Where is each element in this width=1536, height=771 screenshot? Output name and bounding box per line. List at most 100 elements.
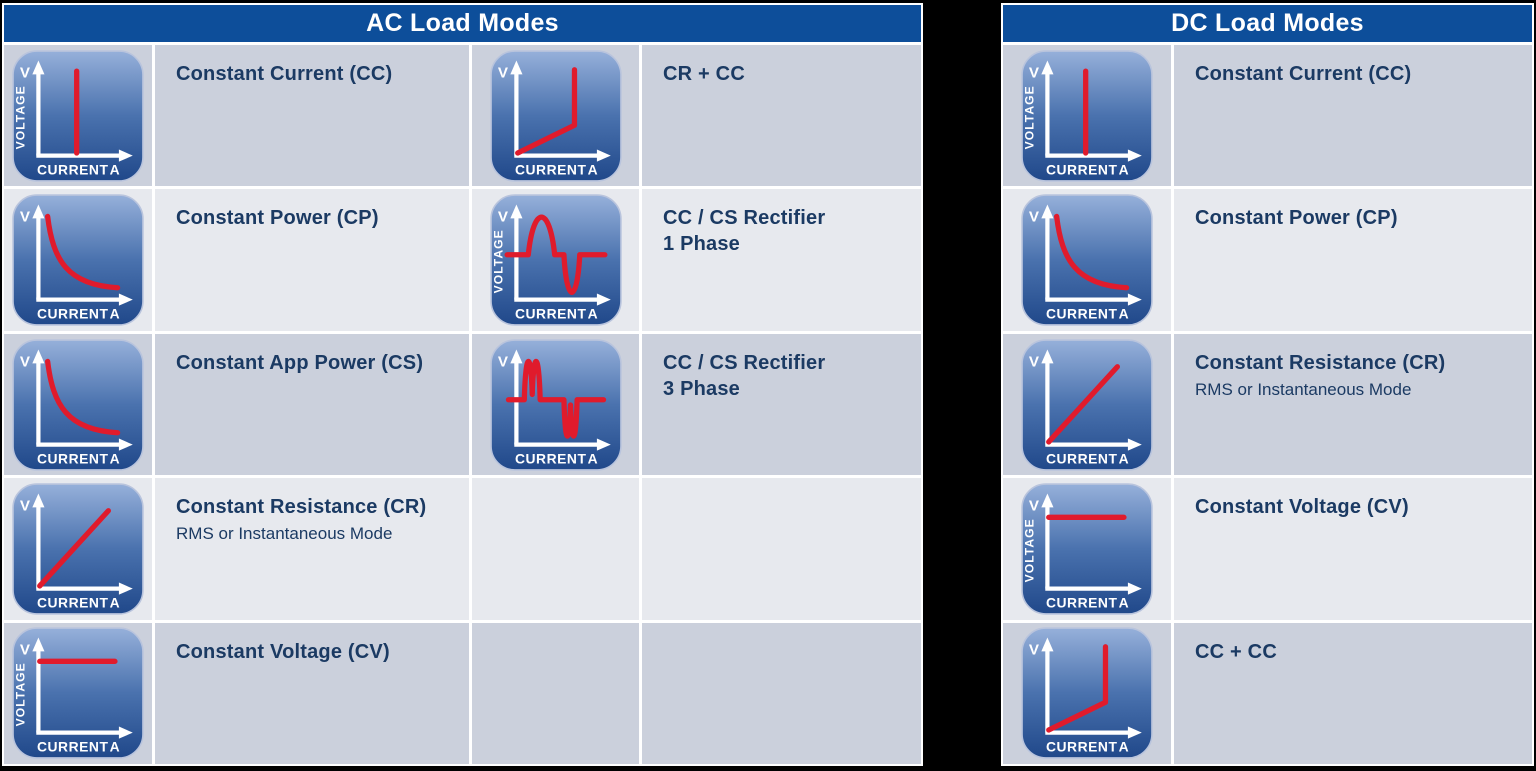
current-axis-label: CURRENT: [37, 595, 108, 611]
voltage-axis-short-label: V: [497, 209, 508, 226]
voltage-axis-arrow: [32, 204, 45, 219]
voltage-axis-arrow: [509, 204, 522, 219]
cp-curve: [45, 213, 121, 291]
current-axis-unit: A: [110, 450, 120, 466]
voltage-axis-arrow: [1041, 204, 1054, 219]
voltage-axis-short-label: V: [20, 209, 31, 226]
current-axis-label: CURRENT: [37, 450, 108, 466]
current-axis-label: CURRENT: [514, 450, 585, 466]
current-axis-arrow: [1127, 582, 1142, 595]
voltage-axis-arrow: [1041, 349, 1054, 363]
mode-sublabel: RMS or Instantaneous Mode: [176, 524, 393, 544]
mode-label: Constant Current (CC): [176, 63, 393, 85]
current-axis-arrow: [1127, 293, 1142, 306]
current-axis-label: CURRENT: [514, 161, 585, 177]
current-axis-unit: A: [1119, 739, 1129, 755]
icon-background: [1021, 194, 1153, 326]
current-axis-arrow: [1127, 149, 1142, 162]
cc-cc-curve: [1046, 644, 1109, 733]
current-axis-unit: A: [110, 161, 120, 177]
current-axis-unit: A: [1119, 595, 1129, 611]
voltage-axis-short-label: V: [497, 64, 508, 81]
dc-table-title: DC Load Modes: [1003, 5, 1532, 42]
current-axis-label: CURRENT: [37, 739, 108, 755]
current-axis-arrow: [118, 726, 133, 740]
mode-label: CC / CS Rectifier: [663, 207, 826, 230]
mode-label-cell: [642, 478, 921, 620]
voltage-axis-label: VOLTAGE: [1023, 85, 1037, 149]
voltage-axis-short-label: V: [1029, 64, 1040, 81]
voltage-axis-label: VOLTAGE: [14, 663, 28, 727]
cr-cc-curve: [514, 66, 577, 156]
current-axis-unit: A: [110, 739, 120, 755]
current-axis-arrow: [1127, 726, 1142, 740]
cr-curve: [1046, 363, 1120, 445]
mode-label-cell: CC / CS Rectifier 1 Phase: [642, 189, 921, 331]
cr-curve: [37, 508, 111, 589]
voltage-axis-arrow: [32, 349, 45, 363]
current-axis-unit: A: [587, 450, 597, 466]
current-axis-label: CURRENT: [37, 161, 108, 177]
voltage-axis-short-label: V: [1029, 353, 1040, 370]
mode-label-cell: Constant Voltage (CV): [1174, 478, 1532, 620]
mode-label-cell: Constant Voltage (CV): [155, 622, 469, 765]
mode-label-cell: [642, 622, 921, 765]
voltage-axis-arrow: [32, 493, 45, 508]
current-axis-label: CURRENT: [1046, 306, 1117, 322]
mode-label-cell: Constant Resistance (CR)RMS or Instantan…: [1174, 333, 1532, 476]
mode-label-cell: Constant Power (CP): [1174, 189, 1532, 331]
current-axis-unit: A: [587, 306, 597, 322]
current-axis-arrow: [596, 438, 611, 451]
mode-label-line2: 1 Phase: [663, 233, 741, 256]
mode-label: CR + CC: [663, 63, 745, 85]
voltage-axis-short-label: V: [20, 642, 31, 659]
voltage-axis-short-label: V: [1029, 209, 1040, 226]
current-axis-label: CURRENT: [514, 306, 585, 322]
voltage-axis-arrow: [1041, 493, 1054, 508]
voltage-axis-short-label: V: [1029, 642, 1040, 659]
current-axis-arrow: [118, 438, 133, 451]
voltage-axis-arrow: [1041, 637, 1054, 652]
mode-label-cell: Constant Current (CC): [155, 45, 469, 187]
current-axis-arrow: [118, 149, 133, 162]
mode-label: Constant Power (CP): [1195, 207, 1398, 230]
mode-label-cell: CR + CC: [642, 45, 921, 187]
current-axis-arrow: [596, 293, 611, 306]
mode-label: Constant Voltage (CV): [1195, 496, 1409, 519]
voltage-axis-short-label: V: [497, 353, 508, 370]
current-axis-unit: A: [110, 595, 120, 611]
voltage-axis-short-label: V: [20, 353, 31, 370]
mode-label: CC + CC: [1195, 640, 1277, 663]
current-axis-label: CURRENT: [1046, 595, 1117, 611]
current-axis-unit: A: [587, 161, 597, 177]
mode-label: Constant App Power (CS): [176, 351, 424, 374]
mode-label-cell: CC + CC: [1174, 622, 1532, 765]
mode-sublabel: RMS or Instantaneous Mode: [1195, 379, 1412, 399]
voltage-axis-arrow: [1041, 60, 1054, 75]
icon-background: [12, 194, 144, 326]
current-axis-arrow: [118, 293, 133, 306]
